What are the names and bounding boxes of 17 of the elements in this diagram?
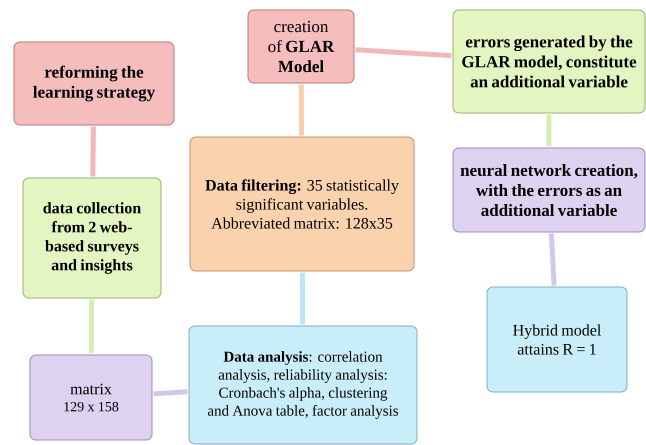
process-box: creation of GLAR Model [248,10,354,84]
connector-line [546,114,552,146]
process-box: Data filtering: 35 statistically significant variables. Abbreviated matrix: 128x35 [190,136,414,272]
connector-line [88,299,94,354]
connector-line [90,126,96,177]
process-box: data collection from 2 web-based surveys and insights [22,178,162,298]
process-box: neural network creation, with the errors as an additional variable [452,148,646,232]
connector-line [153,389,188,396]
connector-line [548,233,557,286]
process-box: Hybrid model attains R = 1 [486,286,628,392]
connector-line [298,84,304,136]
process-box: errors generated by the GLAR model, constitute an additional variable [452,10,646,114]
connector-line [300,272,306,325]
process-box: Data analysis: correlation analysis, reliability analysis: Cronbach's alpha, clustering and Anova table, factor analysis [188,326,418,444]
process-box: reforming the learning strategy [14,42,174,126]
connector-line [355,47,452,58]
process-box: matrix 129 x 158 [30,354,152,440]
